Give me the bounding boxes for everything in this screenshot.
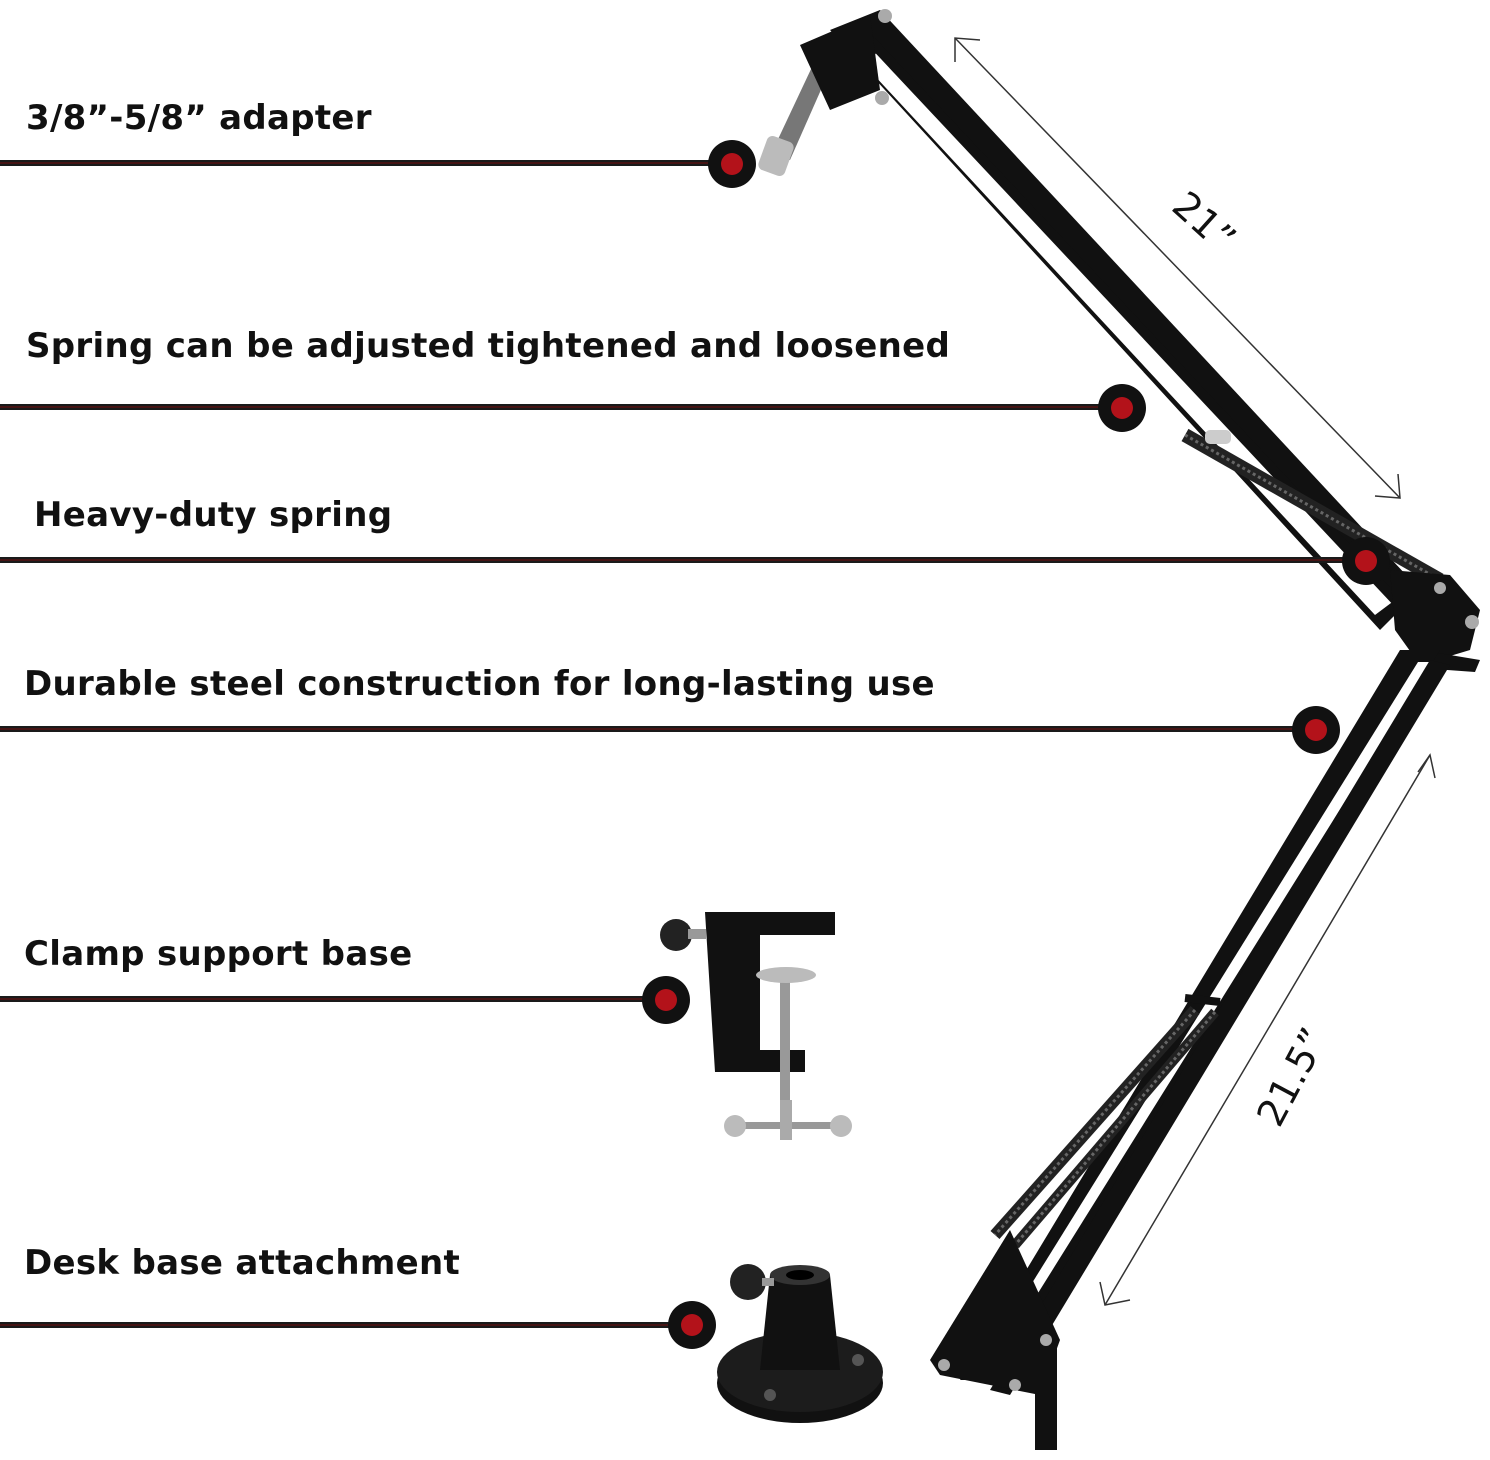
callout-adapter-dot (708, 140, 756, 188)
callout-clamp-label: Clamp support base (24, 934, 413, 974)
lower-arm (960, 650, 1450, 1395)
callout-spring-adjust-dot (1098, 384, 1146, 432)
bottom-bracket (930, 1230, 1060, 1450)
callout-spring-adjust-line (0, 404, 1105, 410)
clamp (660, 912, 852, 1140)
callout-steel-dot (1292, 706, 1340, 754)
callout-spring-adjust-label: Spring can be adjusted tightened and loo… (26, 326, 951, 366)
callout-heavy-spring-label: Heavy-duty spring (34, 495, 393, 535)
callout-clamp-line (0, 996, 650, 1002)
dimension-arrows (954, 37, 1436, 1306)
desk-base (717, 1264, 883, 1423)
callout-desk-base-label: Desk base attachment (24, 1243, 461, 1283)
upper-arm (758, 9, 1420, 630)
callout-desk-base-line (0, 1322, 675, 1328)
callout-heavy-spring-dot (1342, 537, 1390, 585)
callout-steel-label: Durable steel construction for long-last… (24, 664, 935, 704)
callout-steel-line (0, 726, 1300, 732)
callout-heavy-spring-line (0, 557, 1350, 563)
callout-adapter-line (0, 160, 712, 166)
callout-clamp-dot (642, 976, 690, 1024)
upper-spring (1181, 428, 1444, 587)
callout-adapter-label: 3/8”-5/8” adapter (26, 98, 372, 138)
callout-desk-base-dot (668, 1301, 716, 1349)
